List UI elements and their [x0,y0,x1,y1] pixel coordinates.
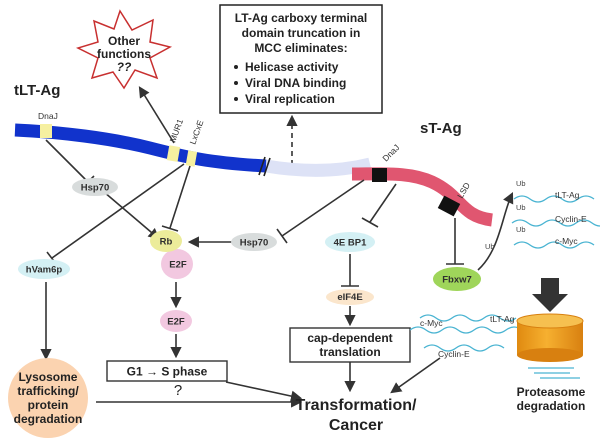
ub-group-c-myc: c-Myc [555,236,578,246]
4e-bp1-node: 4E BP1 [325,232,375,252]
st-ag-header: sT-Ag [420,120,462,137]
e2f-bound-node [161,249,193,279]
lysosome-node: Lysosome trafficking/ protein degradatio… [8,358,88,438]
st-ag-ribbon [351,167,494,227]
svg-text:translation: translation [319,345,380,359]
unknown-link-question: ? [174,382,182,399]
st-lsd-domain [437,195,461,217]
lt-lxcxe-label: LxCxE [187,118,205,145]
eif4e-node: eIF4E [326,289,374,305]
lt-lxcxe-domain [185,150,198,167]
ubiquitinated-proteins: Ub Ub Ub tLT-Ag Cyclin-E c-Myc [511,179,600,249]
st-dnaj-label: DnaJ [380,142,401,163]
proteasome-big-arrow [532,278,568,312]
svg-text:degradation: degradation [14,412,83,426]
rb-label: Rb [160,237,173,248]
ub-group-tlt: tLT-Ag [555,190,580,200]
svg-text:trafficking/: trafficking/ [17,384,79,398]
ub-label-1: Ub [516,179,526,188]
svg-text:Hsp70: Hsp70 [240,238,269,249]
truncation-title-line-2: domain truncation in [242,26,361,40]
ub-label-2: Ub [516,203,526,212]
svg-text:G1 → S phase: G1 → S phase [127,365,208,379]
other-functions-starburst: Other functions ?? [75,9,173,90]
other-functions-line-1: Other [108,34,140,48]
svg-text:eIF4E: eIF4E [337,292,362,303]
other-functions-line-2: functions [97,47,151,61]
e2f-free-node: E2F [160,310,192,332]
svg-text:protein: protein [28,398,69,412]
svg-text:Fbxw7: Fbxw7 [442,275,472,286]
outcome-line-1: Transformation/ [296,397,417,414]
proteasome-label-2: degradation [517,399,586,413]
lt-mur1-label: MUR1 [167,117,185,143]
truncation-bullet-replication: Viral replication [245,92,335,106]
lt-dnaj-domain [40,124,52,138]
svg-text:Hsp70: Hsp70 [81,183,110,194]
ub-label-3: Ub [516,225,526,234]
st-dnaj-domain [372,168,387,182]
svg-text:Lysosome: Lysosome [19,370,78,384]
tlt-ag-header: tLT-Ag [14,82,60,99]
e2f-bound-label: E2F [169,260,187,271]
truncation-info-box: LT-Ag carboxy terminal domain truncation… [219,4,383,114]
rb-node [150,230,182,252]
truncation-bullet-dna-binding: Viral DNA binding [245,76,346,90]
outcome-line-2: Cancer [329,417,383,434]
svg-text:4E BP1: 4E BP1 [334,238,367,249]
svg-text:hVam6p: hVam6p [26,265,63,276]
st-lsd-label: LSD [455,181,472,200]
truncation-title-line-1: LT-Ag carboxy terminal [235,11,367,25]
ub-group-cyclin-e: Cyclin-E [555,214,587,224]
hsp70-node-mid: Hsp70 [231,233,277,251]
truncation-bullet-helicase: Helicase activity [245,60,339,74]
lt-dnaj-label: DnaJ [38,111,58,121]
rb-e2f-complex: Rb E2F [150,230,193,279]
free-oncoproteins: Ub c-Myc tLT-Ag Cyclin-E [409,242,523,359]
tlt-ag-ribbon [14,123,372,177]
hsp70-node-top: Hsp70 [72,178,118,196]
fbxw7-node: Fbxw7 [433,267,481,291]
hvam6p-node: hVam6p [18,259,70,279]
svg-text:E2F: E2F [167,317,185,328]
proteasome-cylinder [516,313,584,379]
other-functions-line-3: ?? [117,60,132,74]
lt-mur1-domain [166,145,181,162]
truncation-title-line-3: MCC eliminates: [254,41,347,55]
free-cyclin-e: Cyclin-E [438,349,470,359]
svg-text:cap-dependent: cap-dependent [307,331,392,345]
g1-s-phase-box: G1 → S phase [106,360,228,382]
cap-translation-box: cap-dependent translation [289,327,411,363]
free-tlt: tLT-Ag [490,314,515,324]
proteasome-label-1: Proteasome [517,385,586,399]
free-ub-label: Ub [485,242,495,251]
free-c-myc: c-Myc [420,318,443,328]
